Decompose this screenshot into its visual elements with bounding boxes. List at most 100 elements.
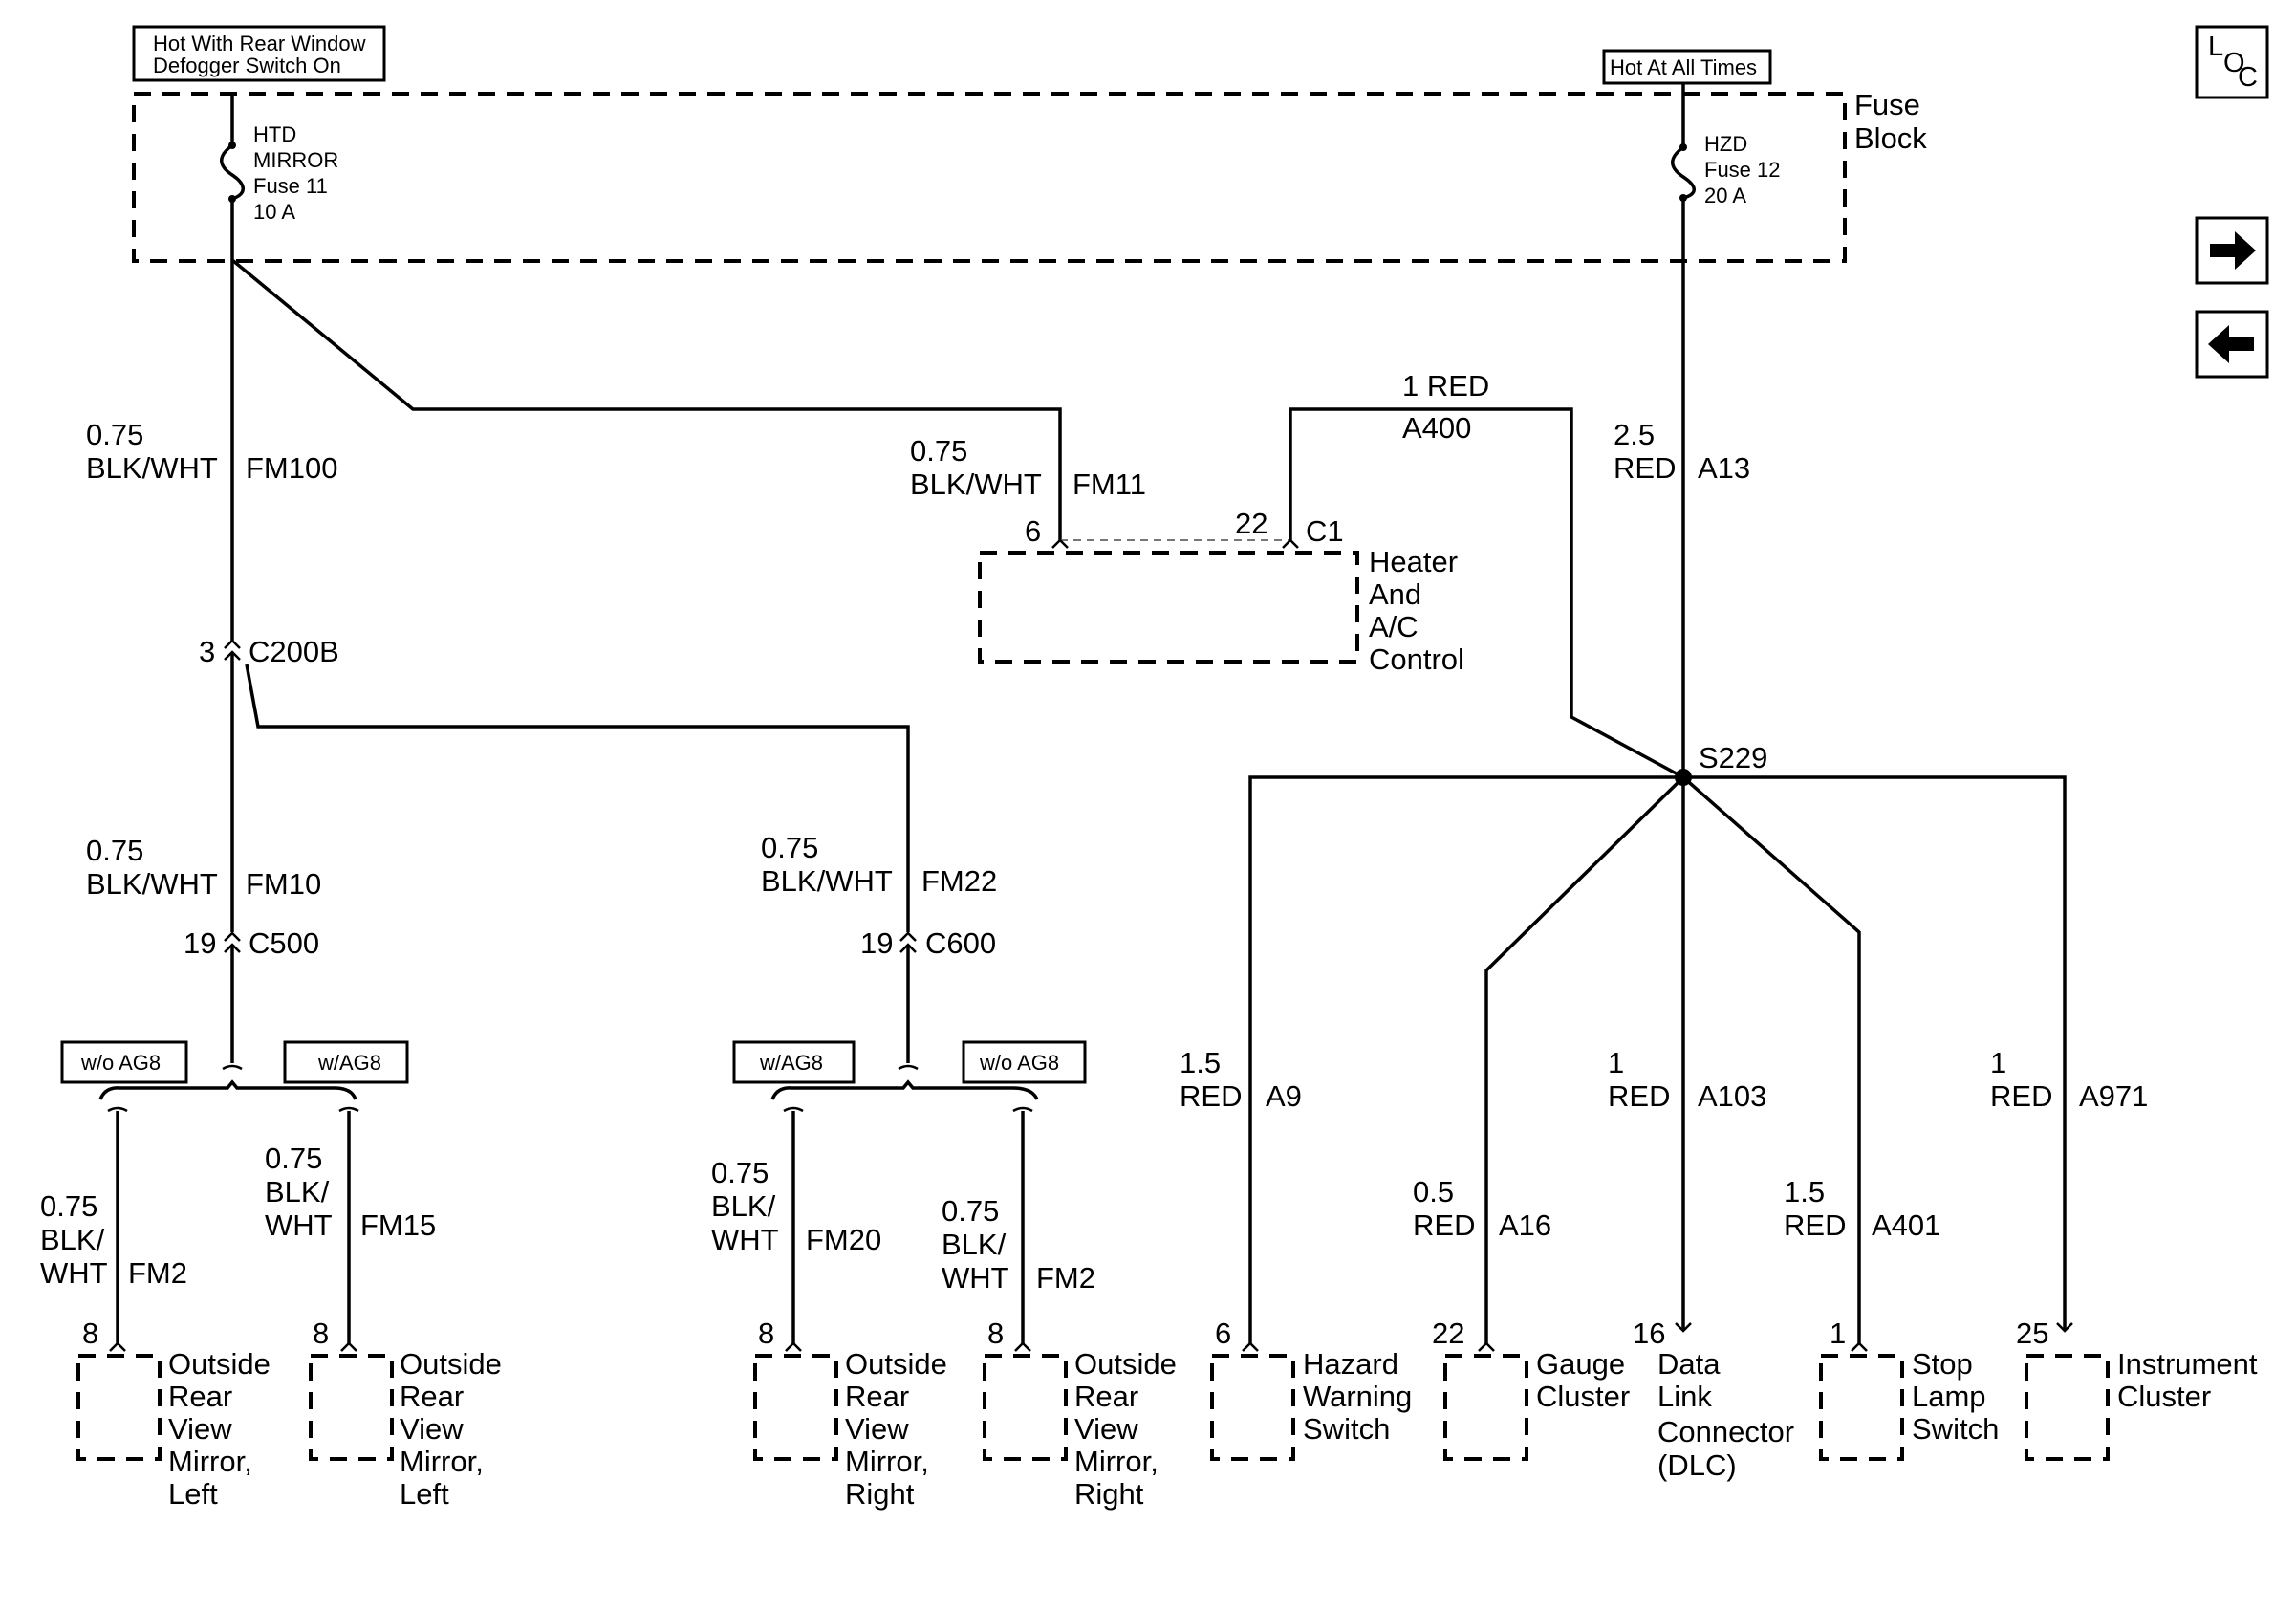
- mirror-l1-pin: 8: [82, 1317, 98, 1350]
- c500-label: C500: [249, 926, 319, 960]
- fuse-11-line3: Fuse 11: [253, 174, 328, 198]
- mirror-l2-line5: Left: [400, 1477, 449, 1511]
- fuse-block-label-2: Block: [1854, 121, 1927, 155]
- hvac-control-box: [978, 551, 1359, 664]
- dlc-terminal: [1675, 1322, 1692, 1333]
- fm10-circuit: FM10: [246, 867, 321, 901]
- fm2-right-size: 0.75: [942, 1194, 999, 1228]
- mirror-l2-line1: Outside: [400, 1347, 502, 1381]
- mirror-l2-pin: 8: [313, 1317, 329, 1350]
- fuse-11-line2: MIRROR: [253, 148, 338, 172]
- hazard-line3: Switch: [1303, 1412, 1390, 1446]
- hazard-line2: Warning: [1303, 1380, 1412, 1413]
- mirror-r2-line5: Right: [1074, 1477, 1144, 1511]
- instrument-terminal: [2056, 1322, 2073, 1333]
- loc-button[interactable]: L O C: [2195, 25, 2269, 99]
- fm2-left-circuit: FM2: [128, 1256, 187, 1290]
- wire-a401: [1681, 775, 1861, 1343]
- mirror-r1-line4: Mirror,: [845, 1445, 929, 1478]
- fm2-left-color1: BLK/: [40, 1223, 105, 1256]
- option-wo-ag8-a-text: w/o AG8: [80, 1051, 161, 1075]
- gauge-line2: Cluster: [1536, 1380, 1630, 1413]
- mirror-r2-line1: Outside: [1074, 1347, 1177, 1381]
- fuse-11-line4: 10 A: [253, 200, 295, 224]
- mirror-l1-line2: Rear: [168, 1380, 232, 1413]
- fuse-11: [220, 94, 245, 203]
- mirror-r2-terminal: [1014, 1341, 1031, 1352]
- a16-size: 0.5: [1413, 1175, 1454, 1208]
- supply-left-line1: Hot With Rear Window: [153, 32, 366, 55]
- mirror-r2-box: [983, 1354, 1068, 1461]
- fm22-size: 0.75: [761, 831, 818, 864]
- hvac-pin6: 6: [1025, 514, 1041, 548]
- mirror-r1-pin: 8: [758, 1317, 774, 1350]
- fm15-circuit: FM15: [360, 1208, 436, 1242]
- mirror-r1-line5: Right: [845, 1477, 915, 1511]
- supply-right-text: Hot At All Times: [1610, 55, 1757, 79]
- a103-circuit: A103: [1698, 1079, 1766, 1113]
- stop-line3: Switch: [1912, 1412, 1999, 1446]
- loc-c: C: [2238, 62, 2258, 93]
- mirror-l1-box: [76, 1354, 162, 1461]
- fm2-right-color1: BLK/: [942, 1228, 1007, 1261]
- hvac-line2: And: [1369, 577, 1421, 611]
- mirror-r2-line3: View: [1074, 1412, 1138, 1446]
- mirror-r1-line1: Outside: [845, 1347, 947, 1381]
- dlc-line3: Connector: [1657, 1415, 1794, 1448]
- previous-page-button[interactable]: [2195, 310, 2269, 379]
- gauge-pin: 22: [1432, 1317, 1464, 1350]
- hazard-pin: 6: [1215, 1317, 1231, 1350]
- next-page-button[interactable]: [2195, 216, 2269, 285]
- fuse-12: [1671, 83, 1696, 202]
- arrow-left-icon: [2208, 325, 2254, 363]
- fm15-color2: WHT: [265, 1208, 333, 1242]
- option-wo-ag8-b-text: w/o AG8: [979, 1051, 1059, 1075]
- mirror-r2-line4: Mirror,: [1074, 1445, 1159, 1478]
- instrument-line1: Instrument: [2117, 1347, 2258, 1381]
- c200b-pin: 3: [199, 635, 215, 668]
- a16-color: RED: [1413, 1208, 1475, 1242]
- fm10-size: 0.75: [86, 834, 143, 867]
- hvac-c1: C1: [1306, 514, 1344, 548]
- stop-pin: 1: [1830, 1317, 1846, 1350]
- dlc-line2: Link: [1657, 1380, 1712, 1413]
- a13-circuit: A13: [1698, 451, 1750, 485]
- fm11-size: 0.75: [910, 434, 967, 468]
- fm100-circuit: FM100: [246, 451, 337, 485]
- a9-circuit: A9: [1266, 1079, 1302, 1113]
- mirror-r2-line2: Rear: [1074, 1380, 1138, 1413]
- supply-left-label: Hot With Rear Window Defogger Switch On: [132, 25, 386, 82]
- a401-color: RED: [1784, 1208, 1846, 1242]
- a16-circuit: A16: [1499, 1208, 1551, 1242]
- gauge-terminal: [1478, 1341, 1495, 1352]
- hazard-terminal: [1242, 1341, 1259, 1352]
- a13-size: 2.5: [1614, 418, 1655, 451]
- fm11-color: BLK/WHT: [910, 468, 1042, 501]
- fm2-right-color2: WHT: [942, 1261, 1009, 1295]
- option-w-ag8-a: [283, 1040, 409, 1084]
- stop-line1: Stop: [1912, 1347, 1973, 1381]
- gauge-line1: Gauge: [1536, 1347, 1625, 1381]
- mirror-l1-line1: Outside: [168, 1347, 271, 1381]
- a971-size: 1: [1990, 1046, 2006, 1079]
- fuse-11-line1: HTD: [253, 122, 296, 146]
- fm22-color: BLK/WHT: [761, 864, 893, 898]
- mirror-r1-box: [753, 1354, 838, 1461]
- fuse-12-line2: Fuse 12: [1704, 158, 1781, 182]
- stop-terminal: [1851, 1341, 1868, 1352]
- option-split-left: [98, 1064, 359, 1113]
- fm10-color: BLK/WHT: [86, 867, 218, 901]
- fm2-left-color2: WHT: [40, 1256, 108, 1290]
- a13-color: RED: [1614, 451, 1676, 485]
- mirror-l2-box: [309, 1354, 394, 1461]
- fm2-left-size: 0.75: [40, 1189, 97, 1223]
- a9-size: 1.5: [1180, 1046, 1221, 1079]
- wire-a9: [1248, 775, 1683, 1343]
- arrow-right-icon: [2210, 231, 2256, 270]
- c600-pin: 19: [860, 926, 893, 960]
- fm100-size: 0.75: [86, 418, 143, 451]
- mirror-l2-line3: View: [400, 1412, 464, 1446]
- fm20-color1: BLK/: [711, 1189, 776, 1223]
- mirror-l1-terminal: [109, 1341, 126, 1352]
- c600-label: C600: [925, 926, 996, 960]
